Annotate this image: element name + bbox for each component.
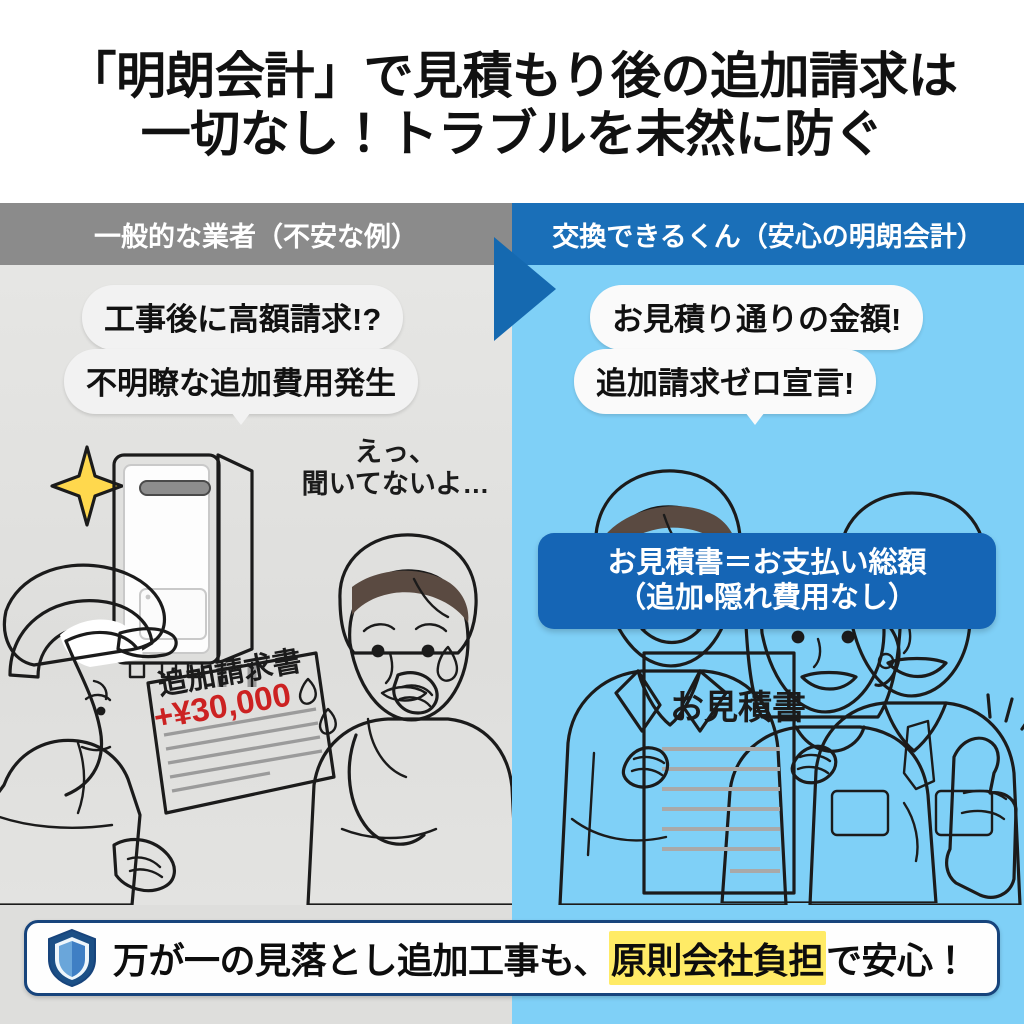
header-right-label: 交換できるくん（安心の明朗会計） [512, 203, 1024, 265]
bubble-tail-2 [228, 408, 254, 425]
summary-line-1: お見積書＝お支払い総額 [607, 546, 927, 579]
bubble-as-quoted: お見積り通りの金額! [590, 285, 924, 350]
title-area: 「明朗会計」で見積もり後の追加請求は 一切なし！トラブルを未然に防ぐ [0, 0, 1024, 195]
banner-text-before: 万が一の見落とし追加工事も、 [113, 940, 609, 981]
transition-arrow-icon [494, 237, 556, 341]
title-line-2: 一切なし！トラブルを未然に防ぐ [140, 105, 884, 162]
bubble-tail-4 [742, 408, 768, 425]
comparison-panels: 追加請求書 +¥30,000 [0, 265, 1024, 905]
header-left-label: 一般的な業者（不安な例） [0, 203, 512, 265]
worried-customer-illustration [298, 533, 512, 905]
panel-header-row: 一般的な業者（不安な例） 交換できるくん（安心の明朗会計） [0, 203, 1024, 265]
title-line-1: 「明朗会計」で見積もり後の追加請求は [66, 47, 959, 104]
estimate-document: お見積書 [621, 651, 838, 895]
installer-worker-illustration [0, 563, 178, 905]
panel-bad-contractor: 追加請求書 +¥30,000 [0, 265, 512, 905]
guarantee-banner-text: 万が一の見落とし追加工事も、原則会社負担で安心！ [113, 931, 968, 985]
estimate-title-text: お見積書 [670, 689, 806, 727]
shield-icon [48, 928, 96, 988]
water-heater-illustration [112, 453, 257, 687]
bubble-high-charge: 工事後に高額請求!? [82, 285, 404, 350]
customer-remark-line-1: えっ、 [355, 437, 436, 467]
customer-remark-line-2: 聞いてないよ… [301, 468, 490, 499]
panel-kokan-dekirukun: お見積書 [512, 265, 1024, 905]
customer-remark: えっ、 聞いてないよ… [288, 437, 503, 501]
sparkle-icon [50, 445, 124, 527]
guarantee-banner: 万が一の見落とし追加工事も、原則会社負担で安心！ [24, 920, 1000, 996]
summary-line-2: （追加・隠れ費用なし） [617, 582, 917, 614]
extra-invoice-document: 追加請求書 +¥30,000 [146, 647, 336, 815]
summary-box: お見積書＝お支払い総額 （追加・隠れ費用なし） [538, 533, 996, 629]
bubble-unclear-fees: 不明瞭な追加費用発生 [64, 349, 418, 414]
bubble-zero-extra: 追加請求ゼロ宣言! [574, 349, 877, 414]
banner-text-after: で安心！ [825, 940, 969, 981]
banner-text-highlight: 原則会社負担 [608, 931, 826, 985]
